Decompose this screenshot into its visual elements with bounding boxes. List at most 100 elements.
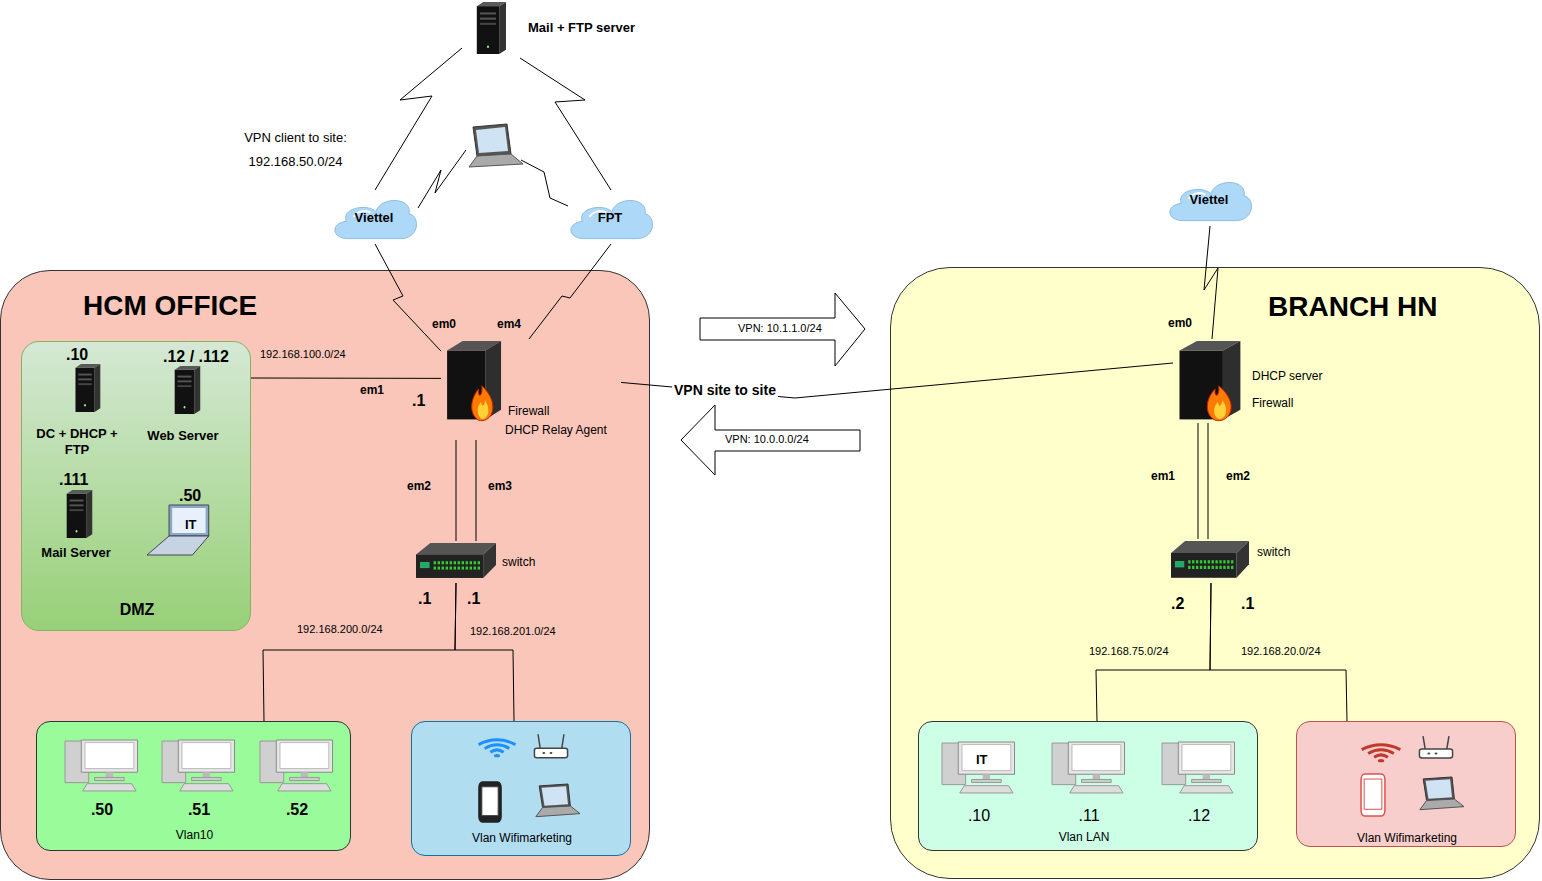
- server-part: [480, 12, 496, 14]
- router-part: [538, 734, 540, 748]
- interface-label: em2: [407, 479, 431, 493]
- device-node: DHCP serverFirewall: [1173, 339, 1333, 423]
- firewall-symbol: [447, 341, 501, 421]
- node-label: .50: [62, 800, 142, 819]
- server-part: [84, 404, 86, 406]
- interface-label: 192.168.75.0/24: [1089, 645, 1169, 658]
- switch-part: [466, 567, 468, 570]
- pc-part: [85, 743, 134, 769]
- server-part: [67, 494, 87, 538]
- server-part: [477, 6, 499, 54]
- node-label: .51: [159, 800, 239, 819]
- switch-part: [458, 561, 460, 564]
- switch-part: [434, 567, 436, 570]
- node-label: IT: [976, 752, 988, 768]
- switch-part: [1188, 560, 1190, 563]
- switch-part: [1237, 541, 1249, 578]
- pc-part: [178, 740, 234, 772]
- switch-part: [434, 561, 436, 564]
- switch-part: [470, 567, 472, 570]
- switch-part: [1215, 560, 1217, 563]
- switch-part: [483, 543, 496, 578]
- phone-part: [479, 782, 501, 822]
- wire: [418, 150, 466, 208]
- region-box: Vlan Wifimarketing: [411, 721, 631, 856]
- connector-label: VPN site to site: [672, 382, 778, 399]
- pc-part: [972, 779, 1002, 782]
- switch-part: [478, 567, 480, 570]
- pc-part: [276, 740, 332, 772]
- server-part: [499, 2, 506, 54]
- node-sublabel: Firewall: [1252, 396, 1293, 410]
- interface-label: .1: [418, 589, 431, 608]
- interface-label: em1: [1151, 469, 1175, 483]
- node-label: .10: [66, 345, 88, 364]
- device-node: switch: [414, 541, 544, 583]
- server-part: [70, 504, 84, 506]
- laptop-part: [1420, 799, 1464, 810]
- switch-part: [438, 567, 440, 570]
- server-part: [178, 385, 192, 387]
- interface-label: 192.168.201.0/24: [470, 625, 556, 638]
- switch-part: [458, 567, 460, 570]
- router-part: [542, 752, 545, 754]
- laptop-part: [542, 786, 568, 805]
- pc-part: [1178, 742, 1234, 774]
- server-symbol: [477, 2, 506, 54]
- interface-label: 192.168.200.0/24: [297, 623, 383, 636]
- pc-part: [1082, 779, 1112, 782]
- node-sublabel: DC + DHCP + FTP: [30, 426, 124, 459]
- pc-part: [280, 743, 329, 769]
- pc-part: [960, 786, 1013, 793]
- server-part: [178, 380, 192, 382]
- pc-symbol: [1052, 742, 1125, 793]
- phone-symbol: [479, 782, 501, 822]
- interface-label: em1: [360, 383, 384, 397]
- router-symbol: [534, 734, 567, 758]
- interface-label: VPN client to site: 192.168.50.0/24: [233, 126, 358, 174]
- pc-part: [290, 777, 320, 780]
- router-part: [1435, 752, 1438, 754]
- device-node: .51: [159, 738, 241, 822]
- laptop-symbol: [1420, 777, 1464, 810]
- device-node: FirewallDHCP Relay Agent: [441, 339, 621, 440]
- wifi-part: [1368, 750, 1394, 754]
- device-node: .10 DC + DHCP + FTP: [30, 344, 126, 462]
- connector: [375, 48, 462, 190]
- router-part: [1419, 749, 1452, 758]
- firewall-symbol: [1180, 341, 1241, 421]
- interface-label: .1: [1241, 594, 1254, 613]
- pc-part: [1180, 786, 1233, 793]
- switch-part: [442, 567, 444, 570]
- firewall-part: [1207, 386, 1231, 421]
- switch-part: [1171, 553, 1237, 578]
- phone-part: [1364, 779, 1382, 809]
- node-label: Mail + FTP server: [528, 20, 635, 36]
- switch-part: [1192, 560, 1194, 563]
- region-title: Vlan LAN: [919, 830, 1249, 844]
- switch-part: [416, 554, 483, 578]
- pc-part: [182, 743, 231, 769]
- switch-part: [1208, 560, 1210, 563]
- region-title: DMZ: [22, 600, 252, 619]
- server-part: [70, 500, 84, 502]
- switch-part: [466, 561, 468, 564]
- switch-part: [442, 561, 444, 564]
- pc-part: [180, 784, 233, 791]
- node-label: VPN: 10.1.1.0/24: [738, 322, 822, 335]
- laptop-symbol: [536, 784, 580, 817]
- phone-part: [482, 787, 498, 816]
- server-part: [480, 18, 496, 20]
- node-label: .11: [1050, 806, 1128, 825]
- region-box: HCM OFFICEDMZ.10DC + DHCP + FTP.12 / .11…: [0, 270, 650, 880]
- device-node: Mail + FTP server: [462, 0, 662, 58]
- server-symbol: [75, 364, 100, 412]
- switch-part: [1196, 560, 1198, 563]
- switch-part: [450, 561, 452, 564]
- node-label: Firewall: [508, 404, 549, 418]
- switch-part: [1212, 560, 1214, 563]
- pc-part: [95, 777, 125, 780]
- server-part: [76, 530, 78, 532]
